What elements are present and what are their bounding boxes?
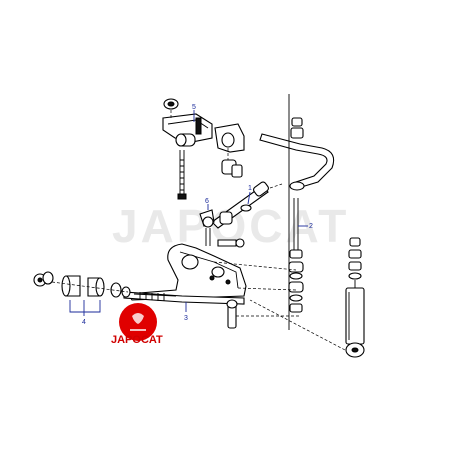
callout-6: 6 xyxy=(205,198,209,205)
strut-rod xyxy=(123,291,300,329)
japocat-logo: JAPOCAT xyxy=(111,303,163,346)
callout-3: 3 xyxy=(184,315,188,322)
shock-absorber xyxy=(249,237,365,358)
logo-text: JAPOCAT xyxy=(111,334,163,346)
callout-1: 1 xyxy=(248,185,252,192)
bolt-6 xyxy=(199,209,215,246)
strut-bushings xyxy=(33,271,131,298)
upper-mount-bracket xyxy=(162,98,245,200)
lower-control-arm xyxy=(127,243,297,301)
pivot-shaft xyxy=(211,181,283,248)
callout-5: 5 xyxy=(192,104,196,111)
stabilizer-bar xyxy=(259,117,335,191)
callout-2: 2 xyxy=(309,223,313,230)
stabilizer-link xyxy=(288,94,304,330)
callout-4: 4 xyxy=(82,319,86,326)
